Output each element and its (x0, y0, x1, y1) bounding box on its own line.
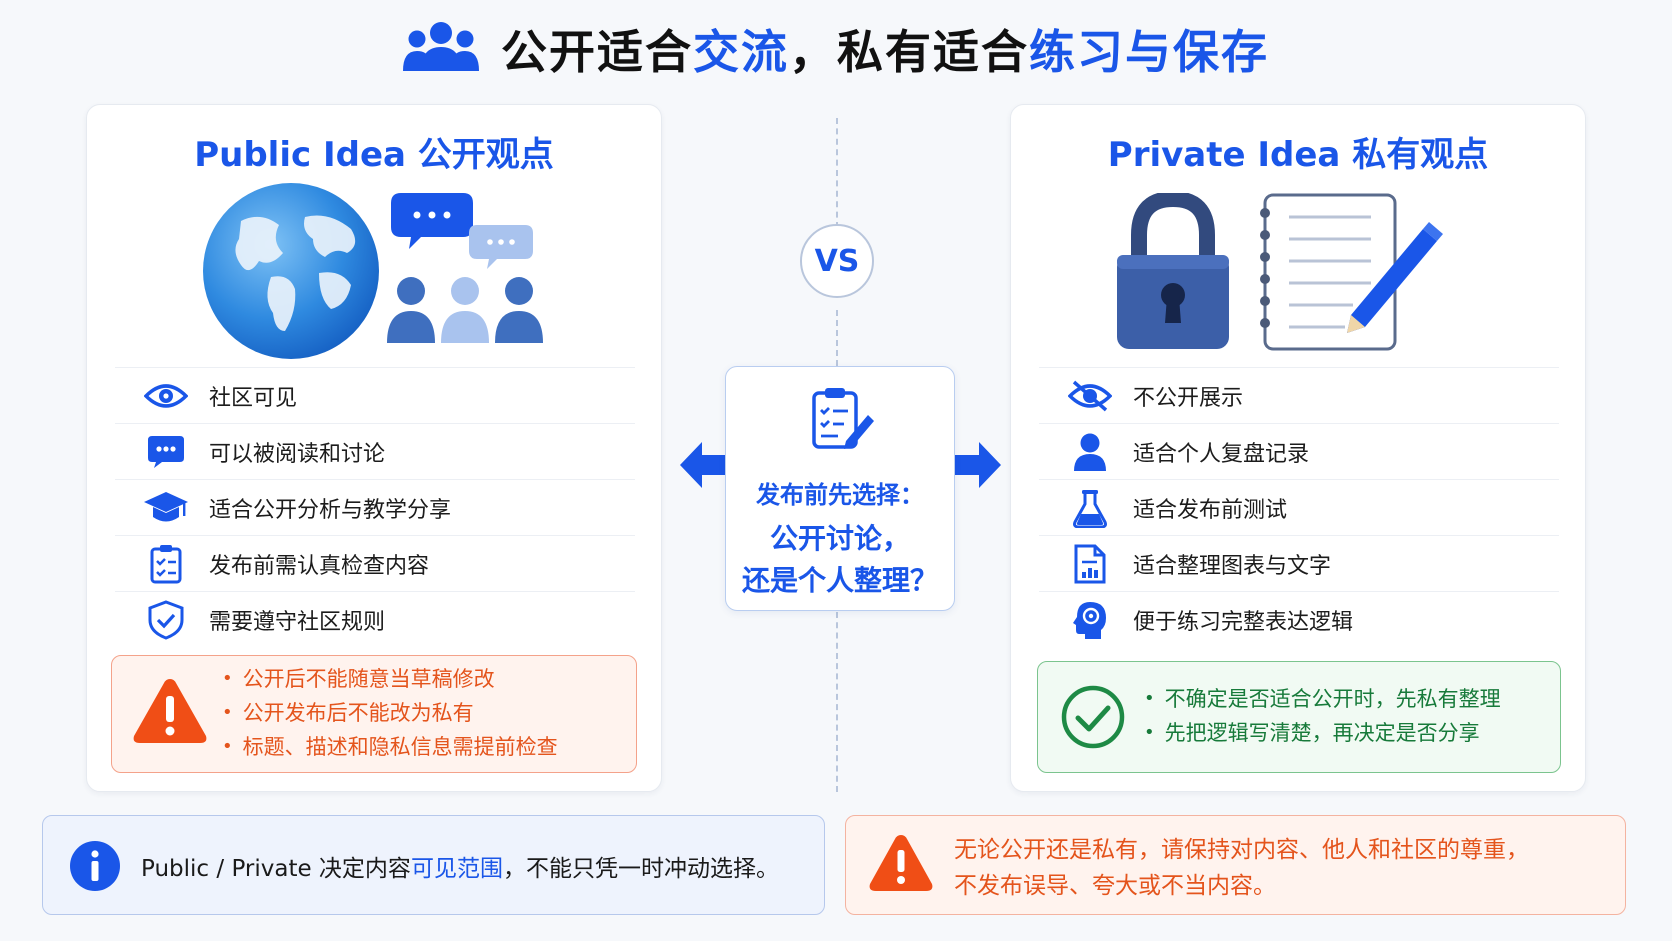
person-icon (1061, 424, 1119, 480)
warning-banner-line: 不发布误导、夸大或不当内容。 (954, 873, 1276, 899)
flask-icon (1061, 480, 1119, 536)
warning-banner-text: 无论公开还是私有，请保持对内容、他人和社区的尊重， 不发布误导、夸大或不当内容。 (954, 832, 1529, 904)
info-banner: Public / Private 决定内容可见范围，不能只凭一时冲动选择。 (42, 815, 825, 915)
private-feature-label: 适合发布前测试 (1133, 497, 1288, 523)
public-feature-label: 可以被阅读和讨论 (209, 441, 386, 467)
public-feature-label: 发布前需认真检查内容 (209, 553, 430, 579)
warning-triangle-icon (868, 832, 934, 898)
private-feature-label: 适合整理图表与文字 (1133, 553, 1332, 579)
choice-prompt-line: 还是个人整理？ (741, 564, 938, 597)
private-feature-row: 适合个人复盘记录 (1039, 423, 1559, 479)
choice-prompt-line: 发布前先选择： (756, 481, 924, 509)
public-feature-row: 可以被阅读和讨论 (115, 423, 635, 479)
graduation-cap-icon (137, 480, 195, 536)
private-feature-label: 便于练习完整表达逻辑 (1133, 609, 1354, 635)
private-idea-card: Private Idea 私有观点 不公开展示 适合个人复盘记录 适合发布前测试 (1010, 104, 1586, 792)
private-feature-row: 不公开展示 (1039, 367, 1559, 423)
warning-banner: 无论公开还是私有，请保持对内容、他人和社区的尊重， 不发布误导、夸大或不当内容。 (845, 815, 1626, 915)
private-feature-list: 不公开展示 适合个人复盘记录 适合发布前测试 适合整理图表与文字 便于练习完整表… (1039, 367, 1559, 647)
private-tip-box: •不确定是否适合公开时，先私有整理 •先把逻辑写清楚，再决定是否分享 (1037, 661, 1561, 773)
public-warning-list: •公开后不能随意当草稿修改 •公开发布后不能改为私有 •标题、描述和隐私信息需提… (222, 662, 558, 764)
arrow-left-icon (680, 440, 726, 494)
clipboard-edit-icon (808, 385, 876, 457)
page-header: 公开适合交流，私有适合练习与保存 (0, 14, 1672, 84)
public-card-title: Public Idea 公开观点 (194, 135, 554, 175)
info-icon (69, 840, 121, 896)
checklist-icon (137, 536, 195, 592)
public-feature-row: 需要遵守社区规则 (115, 591, 635, 647)
choice-prompt-line: 公开讨论， (769, 522, 910, 555)
notebook-pen-icon (1253, 191, 1443, 355)
public-feature-label: 社区可见 (209, 385, 298, 411)
eye-off-icon (1061, 368, 1119, 424)
public-feature-row: 社区可见 (115, 367, 635, 423)
private-feature-label: 适合个人复盘记录 (1133, 441, 1310, 467)
globe-icon (201, 181, 381, 365)
divider-line (836, 118, 838, 228)
public-feature-label: 需要遵守社区规则 (209, 609, 386, 635)
private-tip-list: •不确定是否适合公开时，先私有整理 •先把逻辑写清楚，再决定是否分享 (1144, 682, 1501, 750)
vs-badge: VS (800, 224, 874, 298)
warning-banner-line: 无论公开还是私有，请保持对内容、他人和社区的尊重， (954, 837, 1529, 863)
document-chart-icon (1061, 536, 1119, 592)
list-item: •标题、描述和隐私信息需提前检查 (222, 735, 558, 759)
private-feature-row: 适合整理图表与文字 (1039, 535, 1559, 591)
public-feature-row: 适合公开分析与教学分享 (115, 479, 635, 535)
public-feature-list: 社区可见 可以被阅读和讨论 适合公开分析与教学分享 发布前需认真检查内容 需要遵… (115, 367, 635, 647)
chat-icon (137, 424, 195, 480)
public-idea-card: Public Idea 公开观点 (86, 104, 662, 792)
discussion-people-icon (387, 189, 547, 349)
choice-prompt-box: 发布前先选择： 公开讨论， 还是个人整理？ (725, 366, 955, 611)
private-feature-row: 便于练习完整表达逻辑 (1039, 591, 1559, 647)
public-feature-row: 发布前需认真检查内容 (115, 535, 635, 591)
private-feature-row: 适合发布前测试 (1039, 479, 1559, 535)
eye-icon (137, 368, 195, 424)
warning-triangle-icon (132, 676, 208, 750)
list-item: •不确定是否适合公开时，先私有整理 (1144, 687, 1501, 711)
group-icon (403, 21, 479, 77)
list-item: •公开后不能随意当草稿修改 (222, 667, 495, 691)
page-title: 公开适合交流，私有适合练习与保存 (501, 25, 1269, 79)
private-card-title: Private Idea 私有观点 (1107, 135, 1489, 175)
head-brain-icon (1061, 592, 1119, 648)
shield-check-icon (137, 592, 195, 648)
divider-line (836, 310, 838, 366)
list-item: •先把逻辑写清楚，再决定是否分享 (1144, 721, 1480, 745)
private-feature-label: 不公开展示 (1133, 385, 1244, 411)
info-banner-text: Public / Private 决定内容可见范围，不能只凭一时冲动选择。 (141, 856, 779, 882)
list-item: •公开发布后不能改为私有 (222, 701, 474, 725)
check-circle-icon (1060, 684, 1126, 754)
public-feature-label: 适合公开分析与教学分享 (209, 497, 452, 523)
divider-line (836, 612, 838, 792)
arrow-right-icon (955, 440, 1001, 494)
public-warning-box: •公开后不能随意当草稿修改 •公开发布后不能改为私有 •标题、描述和隐私信息需提… (111, 655, 637, 773)
padlock-icon (1115, 190, 1231, 355)
